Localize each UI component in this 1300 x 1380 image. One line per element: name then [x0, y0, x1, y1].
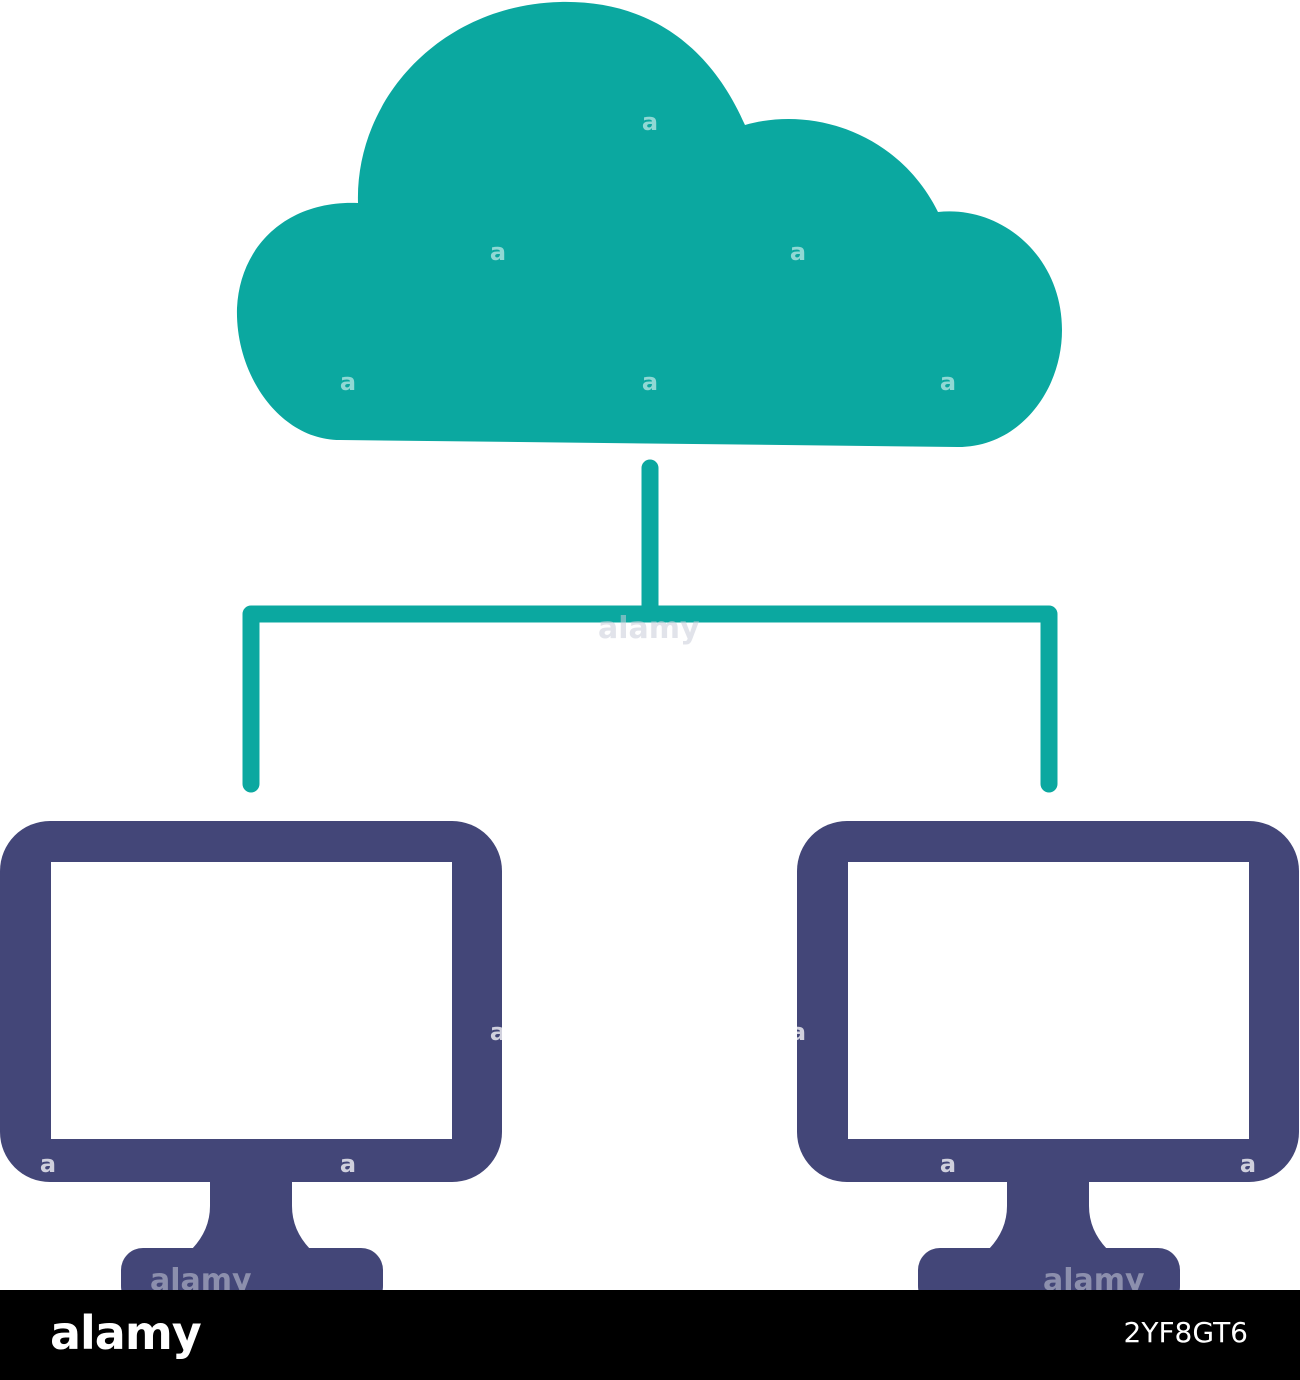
footer-bar: alamy 2YF8GT6 [0, 1290, 1300, 1380]
watermark-letter: a [642, 368, 658, 396]
connector-lines [242, 459, 1058, 793]
monitor-screen [51, 862, 452, 1139]
monitor-stand [989, 1182, 1107, 1249]
watermark-letter: a [642, 108, 658, 136]
monitor-base [918, 1248, 1180, 1290]
watermark-letter: a [340, 1150, 356, 1178]
diagram-canvas: a a a a a a a a a a a a alamy alamy alam… [0, 1, 1299, 1290]
watermark-letter: a [790, 1018, 806, 1046]
watermark: a a a a a a [40, 1018, 1256, 1178]
watermark-letter: a [490, 1018, 506, 1046]
watermark-letter: a [40, 1150, 56, 1178]
watermark-letter: a [790, 238, 806, 266]
watermark: alamy alamy alamy [150, 611, 1145, 1290]
watermark-letter: a [1240, 1150, 1256, 1178]
brand-logo: alamy [50, 1306, 202, 1360]
monitor-screen [848, 862, 1249, 1139]
monitor-base [121, 1248, 383, 1290]
monitor-icon [0, 821, 502, 1290]
connector-branch [242, 605, 1058, 793]
watermark-word: alamy [150, 1263, 252, 1290]
watermark: a a a a a a [340, 108, 956, 396]
watermark-letter: a [940, 368, 956, 396]
cloud-icon [236, 1, 1062, 447]
watermark-letter: a [490, 238, 506, 266]
image-id: 2YF8GT6 [1123, 1316, 1248, 1349]
watermark-word: alamy [598, 611, 700, 646]
watermark-letter: a [340, 368, 356, 396]
monitor-icon [797, 821, 1299, 1290]
watermark-word: alamy [1043, 1263, 1145, 1290]
watermark-letter: a [940, 1150, 956, 1178]
monitor-stand [192, 1182, 310, 1249]
